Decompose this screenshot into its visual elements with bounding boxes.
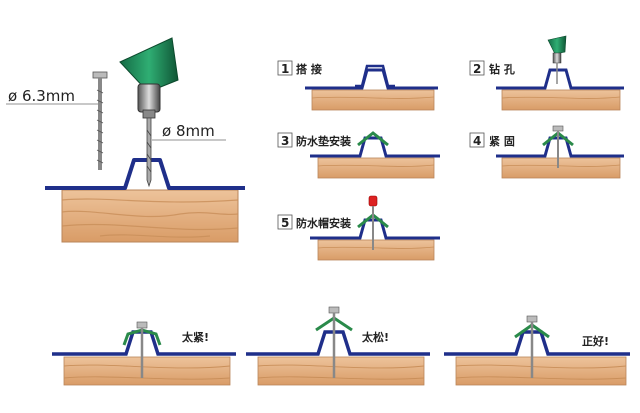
step-5-number-box — [277, 214, 293, 230]
too-loose-sheet — [246, 330, 430, 356]
step-3-washer — [357, 131, 389, 147]
result-too-loose-panel: 太松! — [246, 306, 430, 386]
step-2-panel: 2 钻 孔 — [469, 35, 624, 111]
step-2-label: 钻 孔 — [489, 62, 515, 76]
step-4-panel: 4 紧 固 — [469, 125, 624, 179]
too-tight-label: 太紧! — [181, 330, 209, 344]
step-5-panel: 5 防水帽安装 — [277, 195, 440, 261]
step-2-sheet — [496, 68, 624, 90]
result-just-right-panel: 正好! — [444, 315, 630, 386]
step-4-wood — [501, 157, 621, 179]
step-5-number: 5 — [281, 216, 289, 230]
step-3-label: 防水垫安装 — [296, 134, 351, 148]
drill-bit-flutes — [146, 129, 152, 173]
step-2-wood — [501, 89, 621, 111]
screw-icon — [92, 71, 108, 170]
just-right-label: 正好! — [582, 334, 609, 348]
step-3-number-box — [277, 132, 293, 148]
step-5-wood — [317, 239, 435, 261]
step-2-number-box — [469, 60, 485, 76]
step-4-number: 4 — [473, 134, 481, 148]
step-1-number: 1 — [281, 62, 289, 76]
step-3-wood — [317, 157, 435, 179]
step-1-panel: 1 搭 接 — [277, 60, 438, 111]
step-1-label: 搭 接 — [296, 62, 322, 76]
result-too-tight-panel: 太紧! — [52, 321, 236, 386]
step-3-panel: 3 防水垫安装 — [277, 131, 440, 179]
step-5-cap-icon — [368, 195, 378, 207]
step-3-number: 3 — [281, 134, 289, 148]
too-tight-wood — [63, 356, 231, 386]
main-wood-grain — [61, 198, 239, 238]
step-4-label: 紧 固 — [489, 134, 515, 148]
main-illustration: ø 6.3mm ø 8mm — [6, 37, 245, 243]
drill-bit-icon — [146, 117, 152, 188]
step-1-number-box — [277, 60, 293, 76]
main-metal-sheet — [45, 158, 245, 190]
too-loose-wood — [257, 356, 425, 386]
just-right-wood — [455, 356, 627, 386]
drill-chuck-tip — [142, 109, 156, 119]
step-1-wood — [311, 89, 435, 111]
step-4-sheet — [496, 136, 624, 158]
step-2-number: 2 — [473, 62, 481, 76]
drill-chuck-icon — [137, 83, 161, 113]
drill-body-icon — [119, 37, 179, 93]
too-loose-label: 太松! — [361, 330, 389, 344]
screw-diameter-label: ø 6.3mm — [8, 87, 75, 105]
drill-diameter-label: ø 8mm — [162, 122, 215, 140]
step-5-label: 防水帽安装 — [296, 216, 351, 230]
step-4-number-box — [469, 132, 485, 148]
step-3-sheet — [310, 136, 440, 158]
step-2-drill-icon — [547, 35, 567, 55]
step-4-screw-head — [552, 125, 564, 132]
step-1-sheet — [305, 68, 438, 90]
